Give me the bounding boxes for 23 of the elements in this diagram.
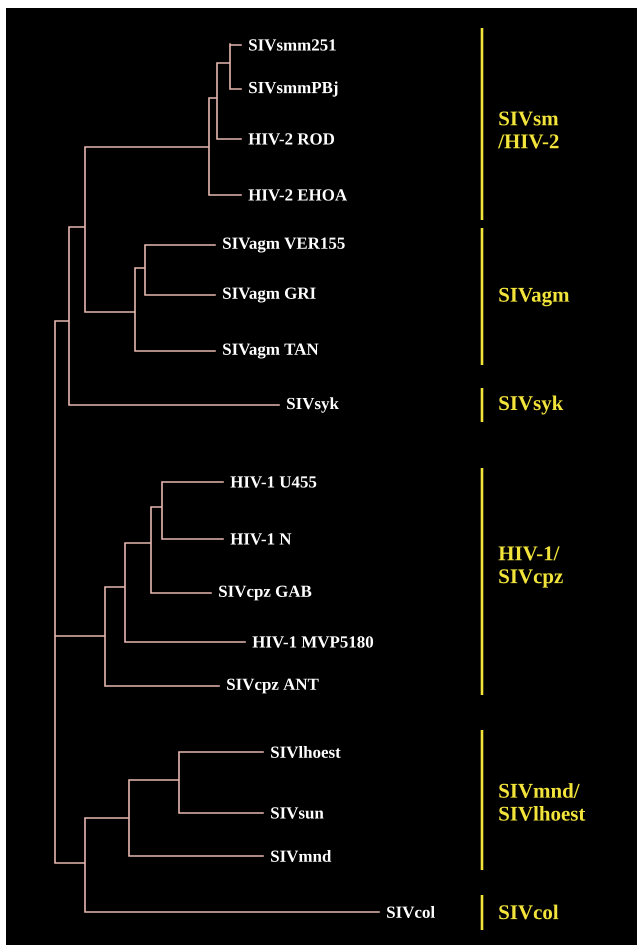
taxon-label: SIVcpz ANT — [227, 678, 319, 694]
taxon-label: HIV-1 U455 — [230, 476, 316, 488]
taxon-label: SIVagm TAN — [223, 344, 318, 358]
taxon-label: SIVmnd — [271, 850, 332, 862]
clade-label: SIVsm /HIV-2 — [498, 111, 559, 149]
clade-label: SIVagm — [499, 288, 570, 306]
taxon-label: SIVsyk — [287, 397, 339, 413]
taxon-label: SIVcol — [387, 906, 435, 918]
taxon-label: HIV-2 EHOA — [248, 189, 348, 201]
taxon-label: SIVsun — [271, 807, 324, 819]
taxon-label: SIVlhoest — [271, 746, 341, 758]
taxon-label: SIVagm VER155 — [223, 238, 345, 252]
taxon-label: HIV-2 ROD — [248, 133, 334, 145]
taxon-label: SIVsmmPBj — [249, 81, 338, 97]
clade-label: SIVsyk — [499, 395, 564, 414]
clade-label: SIVcol — [499, 904, 558, 920]
taxon-label: SIVcpz GAB — [219, 586, 312, 600]
taxon-label: HIV-1 N — [230, 533, 292, 545]
taxon-label: SIVsmm251 — [249, 39, 336, 51]
taxon-label: HIV-1 MVP5180 — [252, 636, 374, 648]
taxon-label: SIVagm GRI — [223, 288, 316, 302]
clade-label: SIVmnd/ SIVlhoest — [499, 783, 586, 821]
clade-label: HIV-1/ SIVcpz — [498, 546, 563, 588]
